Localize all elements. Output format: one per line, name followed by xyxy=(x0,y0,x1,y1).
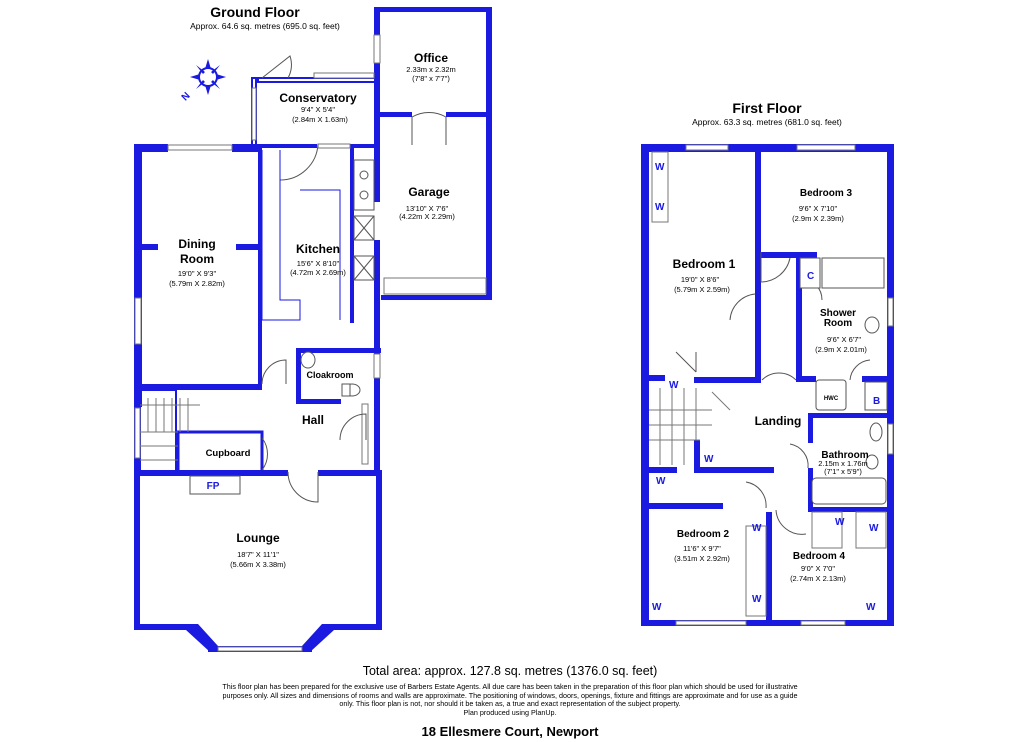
wardrobe-tag: W xyxy=(656,476,666,487)
compass-icon: N xyxy=(180,59,226,103)
ground-floor-title: Ground Floor xyxy=(210,4,300,20)
disclaimer-line: only. This floor plan is not, nor should… xyxy=(339,699,681,709)
first-floor-area: Approx. 63.3 sq. metres (681.0 sq. feet) xyxy=(692,117,842,127)
bedroom-4-dim-1: 9'0" X 7'0" xyxy=(801,564,835,573)
bedroom-4-label: Bedroom 4 xyxy=(793,551,846,562)
landing-label: Landing xyxy=(755,414,802,428)
property-address: 18 Ellesmere Court, Newport xyxy=(421,724,599,739)
bedroom-3-label: Bedroom 3 xyxy=(800,188,853,199)
fireplace-label: FP xyxy=(207,481,220,492)
bedroom-4-dim-2: (2.74m X 2.13m) xyxy=(790,574,846,583)
dining-room-dim-1: 19'0" X 9'3" xyxy=(178,269,217,278)
bedroom-2-dim-1: 11'6" X 9'7" xyxy=(683,544,721,553)
shower-room-label-1: Shower xyxy=(820,308,856,319)
lounge-label: Lounge xyxy=(236,531,280,545)
compass-north-label: N xyxy=(180,90,193,103)
cloakroom-label: Cloakroom xyxy=(306,370,353,380)
bedroom-1-dim-2: (5.79m X 2.59m) xyxy=(674,285,730,294)
bathroom-dim-2: (7'1" x 5'9") xyxy=(824,467,862,476)
kitchen-dim-1: 15'6" X 8'10" xyxy=(297,259,340,268)
total-area: Total area: approx. 127.8 sq. metres (13… xyxy=(362,664,658,678)
shower-room-dim-1: 9'6" X 6'7" xyxy=(827,335,861,344)
office-dim-1: 2.33m x 2.32m xyxy=(406,65,456,74)
first-floor-labels: Bedroom 1 19'0" X 8'6" (5.79m X 2.59m) B… xyxy=(652,162,880,613)
ground-floor-labels: Office 2.33m x 2.32m (7'8" x 7'7") Conse… xyxy=(169,51,456,569)
disclaimer-line: This floor plan has been prepared for th… xyxy=(222,682,798,691)
bedroom-2-label: Bedroom 2 xyxy=(677,529,730,540)
shower-room-dim-2: (2.9m X 2.01m) xyxy=(815,345,867,354)
shower-room-label-2: Room xyxy=(824,318,852,329)
wardrobe-tag: W xyxy=(752,594,762,605)
ground-floor-fixtures xyxy=(140,55,487,503)
hwc-label: HWC xyxy=(824,396,839,402)
bedroom-1-dim-1: 19'0" X 8'6" xyxy=(681,275,720,284)
bedroom-1-label: Bedroom 1 xyxy=(673,257,736,271)
bedroom-3-dim-2: (2.9m X 2.39m) xyxy=(792,214,844,223)
ground-floor-walls xyxy=(134,7,492,652)
dining-room-dim-2: (5.79m X 2.82m) xyxy=(169,279,225,288)
cupboard-tag: C xyxy=(807,271,814,282)
ground-floor-area: Approx. 64.6 sq. metres (695.0 sq. feet) xyxy=(190,21,340,31)
lounge-dim-2: (5.66m X 3.38m) xyxy=(230,560,286,569)
office-dim-2: (7'8" x 7'7") xyxy=(412,74,450,83)
boiler-tag: B xyxy=(873,396,880,407)
ground-floor-windows xyxy=(134,34,381,652)
garage-label: Garage xyxy=(408,185,450,199)
lounge-dim-1: 18'7" X 11'1" xyxy=(237,550,279,559)
first-floor-fixtures xyxy=(649,151,888,617)
first-floor-walls xyxy=(641,144,894,626)
first-floor-windows xyxy=(675,144,894,626)
disclaimer-line: Plan produced using PlanUp. xyxy=(463,707,557,717)
wardrobe-tag: W xyxy=(752,523,762,534)
conservatory-label: Conservatory xyxy=(279,91,357,105)
office-label: Office xyxy=(414,51,448,65)
cupboard-label: Cupboard xyxy=(206,448,251,459)
garage-dim-2: (4.22m X 2.29m) xyxy=(399,212,455,221)
bathroom-dim-1: 2.15m x 1.76m xyxy=(818,459,868,468)
conservatory-dim-2: (2.84m X 1.63m) xyxy=(292,115,348,124)
bedroom-3-dim-1: 9'6" X 7'10" xyxy=(799,204,838,213)
hall-label: Hall xyxy=(302,413,324,427)
disclaimer-line: purposes only. All sizes and dimensions … xyxy=(222,690,798,700)
dining-room-label-1: Dining xyxy=(178,237,215,251)
wardrobe-tag: W xyxy=(655,162,665,173)
first-floor-title: First Floor xyxy=(732,100,802,116)
wardrobe-tag: W xyxy=(869,523,879,534)
bedroom-2-dim-2: (3.51m X 2.92m) xyxy=(674,554,730,563)
conservatory-dim-1: 9'4" X 5'4" xyxy=(301,105,335,114)
wardrobe-tag: W xyxy=(655,202,665,213)
kitchen-dim-2: (4.72m X 2.69m) xyxy=(290,268,346,277)
wardrobe-tag: W xyxy=(704,454,714,465)
garage-dim-1: 13'10" X 7'6" xyxy=(406,204,449,213)
bathroom-label: Bathroom xyxy=(821,450,868,461)
wardrobe-tag: W xyxy=(652,602,662,613)
wardrobe-tag: W xyxy=(669,380,679,391)
wardrobe-tag: W xyxy=(866,602,876,613)
wardrobe-tag: W xyxy=(835,517,845,528)
kitchen-label: Kitchen xyxy=(296,242,340,256)
dining-room-label-2: Room xyxy=(180,252,214,266)
disclaimer: This floor plan has been prepared for th… xyxy=(190,682,830,717)
